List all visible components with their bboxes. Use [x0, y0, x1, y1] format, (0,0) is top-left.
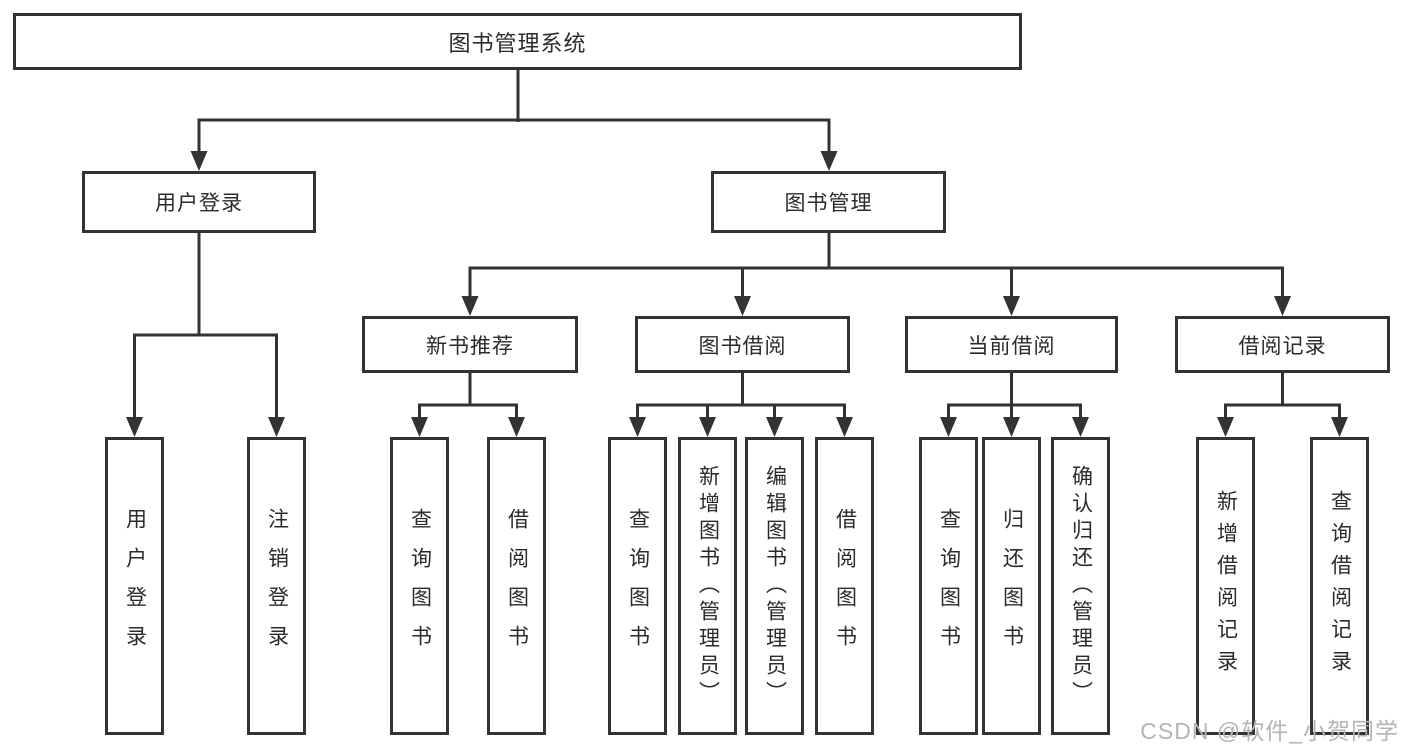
node-borrowing-borrow-books-label: 借阅图书	[833, 508, 857, 664]
node-root-label: 图书管理系统	[448, 30, 587, 56]
node-borrowing-edit-books: 编辑图书（管理员）	[745, 437, 804, 735]
node-borrowing-add-books: 新增图书（管理员）	[678, 437, 737, 735]
node-records-add-label: 新增借阅记录	[1214, 490, 1238, 682]
node-book-management-label: 图书管理	[784, 192, 873, 215]
node-book-borrowing: 图书借阅	[635, 316, 850, 373]
node-borrowing-borrow-books: 借阅图书	[815, 437, 874, 735]
node-records-query: 查询借阅记录	[1310, 437, 1369, 735]
node-current-query-books-label: 查询图书	[937, 508, 961, 664]
node-user-login-label: 用户登录	[155, 192, 243, 215]
node-logout: 注销登录	[247, 437, 306, 735]
node-current-return-books-label: 归还图书	[1000, 508, 1024, 664]
node-login: 用户登录	[105, 437, 164, 735]
node-root: 图书管理系统	[13, 13, 1022, 70]
node-current-return-books: 归还图书	[982, 437, 1041, 735]
node-recommend-query-books-label: 查询图书	[408, 508, 432, 664]
node-records-add: 新增借阅记录	[1196, 437, 1255, 735]
node-current-confirm-return: 确认归还（管理员）	[1051, 437, 1110, 735]
node-user-login: 用户登录	[82, 171, 316, 233]
node-book-management: 图书管理	[711, 171, 946, 233]
node-borrowing-query-books: 查询图书	[608, 437, 667, 735]
node-book-borrowing-label: 图书借阅	[698, 334, 787, 358]
node-recommend-borrow-books: 借阅图书	[487, 437, 546, 735]
node-borrowing-records-label: 借阅记录	[1238, 334, 1327, 358]
node-borrowing-query-books-label: 查询图书	[626, 508, 650, 664]
node-new-book-recommend: 新书推荐	[362, 316, 578, 373]
node-borrowing-edit-books-label: 编辑图书（管理员）	[763, 464, 787, 708]
node-logout-label: 注销登录	[265, 508, 289, 664]
node-login-label: 用户登录	[123, 508, 147, 664]
node-recommend-query-books: 查询图书	[390, 437, 449, 735]
node-borrowing-add-books-label: 新增图书（管理员）	[696, 464, 720, 708]
node-current-borrowing: 当前借阅	[905, 316, 1118, 373]
node-current-borrowing-label: 当前借阅	[967, 334, 1056, 358]
node-current-confirm-return-label: 确认归还（管理员）	[1069, 464, 1093, 708]
node-recommend-borrow-books-label: 借阅图书	[505, 508, 529, 664]
node-new-book-recommend-label: 新书推荐	[426, 334, 514, 358]
node-records-query-label: 查询借阅记录	[1328, 490, 1352, 682]
node-current-query-books: 查询图书	[919, 437, 978, 735]
csdn-watermark: CSDN @软件_小贺同学	[1140, 718, 1399, 744]
node-borrowing-records: 借阅记录	[1175, 316, 1390, 373]
